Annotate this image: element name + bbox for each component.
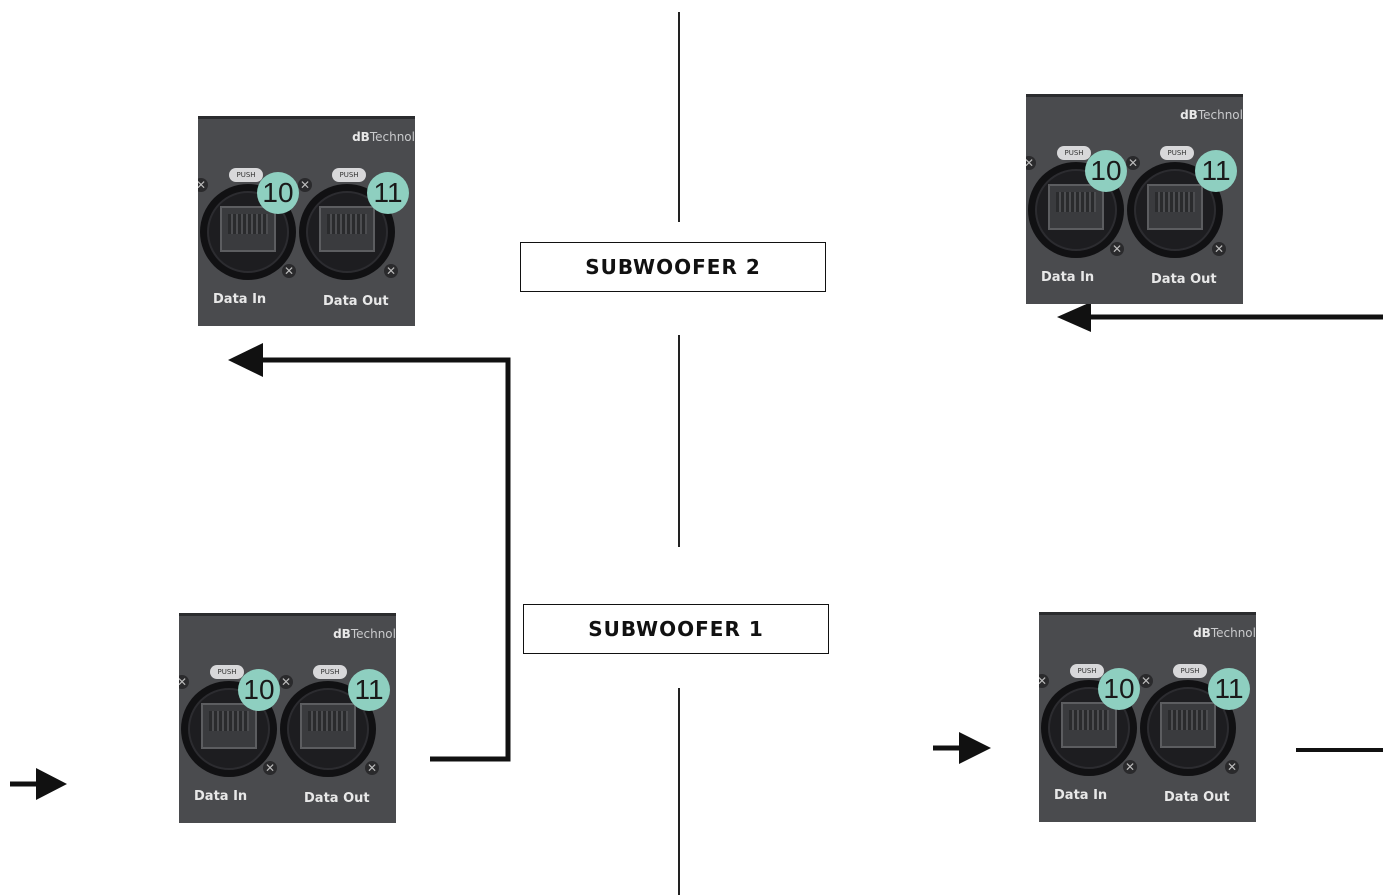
panel-bottom-right: dBTechnol ✕ ✕ PUSH PUSH 10 11 ✕ ✕ Data I… [1039, 612, 1256, 822]
data-in-label: Data In [1054, 788, 1108, 803]
brand-logo: dBTechnol [1193, 626, 1256, 640]
push-latch-label: PUSH [229, 168, 263, 182]
panel-top-edge [179, 613, 396, 616]
screw-icon: ✕ [263, 761, 277, 775]
port-number-badge: 11 [348, 669, 390, 711]
data-out-label: Data Out [323, 294, 389, 309]
screw-icon: ✕ [1139, 674, 1153, 688]
panel-top-edge [1039, 612, 1256, 615]
data-out-label: Data Out [304, 791, 370, 806]
rj45-jack-icon [1147, 184, 1203, 230]
data-out-label: Data Out [1164, 790, 1230, 805]
port-number-badge: 11 [1195, 150, 1237, 192]
screw-icon: ✕ [384, 264, 398, 278]
screw-icon: ✕ [198, 178, 208, 192]
rj45-jack-icon [1048, 184, 1104, 230]
brand-logo: dBTechnol [352, 130, 415, 144]
rj45-jack-icon [1160, 702, 1216, 748]
push-latch-label: PUSH [332, 168, 366, 182]
port-number-badge: 11 [1208, 668, 1250, 710]
subwoofer-1-label: SUBWOOFER 1 [523, 604, 829, 654]
push-latch-label: PUSH [1057, 146, 1091, 160]
screw-icon: ✕ [1225, 760, 1239, 774]
data-in-port [1041, 680, 1137, 776]
screw-icon: ✕ [1039, 674, 1049, 688]
rj45-jack-icon [1061, 702, 1117, 748]
screw-icon: ✕ [298, 178, 312, 192]
push-latch-label: PUSH [1160, 146, 1194, 160]
panel-top-left: dBTechnol ✕ ✕ PUSH PUSH 10 11 ✕ ✕ Data I… [198, 116, 415, 326]
left-cable-line [262, 357, 511, 762]
panel-top-edge [198, 116, 415, 119]
push-latch-label: PUSH [210, 665, 244, 679]
panel-top-edge [1026, 94, 1243, 97]
port-number-badge: 10 [1098, 668, 1140, 710]
right-input-arrowhead [959, 732, 991, 764]
right-top-cable-arrowhead [1057, 302, 1091, 332]
data-in-label: Data In [213, 292, 267, 307]
left-cable-arrowhead [228, 343, 263, 377]
rj45-jack-icon [319, 206, 375, 252]
data-in-label: Data In [1041, 270, 1095, 285]
rj45-jack-icon [220, 206, 276, 252]
data-in-label: Data In [194, 789, 248, 804]
panel-top-right: dBTechnol ✕ ✕ PUSH PUSH 10 11 ✕ ✕ Data I… [1026, 94, 1243, 304]
screw-icon: ✕ [179, 675, 189, 689]
port-number-badge: 10 [1085, 150, 1127, 192]
screw-icon: ✕ [365, 761, 379, 775]
port-number-badge: 10 [238, 669, 280, 711]
screw-icon: ✕ [1123, 760, 1137, 774]
panel-bottom-left: dBTechnol ✕ ✕ PUSH PUSH 10 11 ✕ ✕ Data I… [179, 613, 396, 823]
screw-icon: ✕ [279, 675, 293, 689]
screw-icon: ✕ [282, 264, 296, 278]
push-latch-label: PUSH [1070, 664, 1104, 678]
brand-logo: dBTechnol [1180, 108, 1243, 122]
divider-line-middle [678, 335, 680, 547]
divider-line-bottom [678, 688, 680, 895]
port-number-badge: 10 [257, 172, 299, 214]
screw-icon: ✕ [1212, 242, 1226, 256]
screw-icon: ✕ [1110, 242, 1124, 256]
subwoofer-2-label: SUBWOOFER 2 [520, 242, 826, 292]
rj45-jack-icon [201, 703, 257, 749]
divider-line-top [678, 12, 680, 222]
screw-icon: ✕ [1126, 156, 1140, 170]
brand-logo: dBTechnol [333, 627, 396, 641]
push-latch-label: PUSH [313, 665, 347, 679]
rj45-jack-icon [300, 703, 356, 749]
port-number-badge: 11 [367, 172, 409, 214]
screw-icon: ✕ [1026, 156, 1036, 170]
push-latch-label: PUSH [1173, 664, 1207, 678]
data-out-port [1127, 162, 1223, 258]
data-out-label: Data Out [1151, 272, 1217, 287]
left-input-arrowhead [36, 768, 67, 800]
